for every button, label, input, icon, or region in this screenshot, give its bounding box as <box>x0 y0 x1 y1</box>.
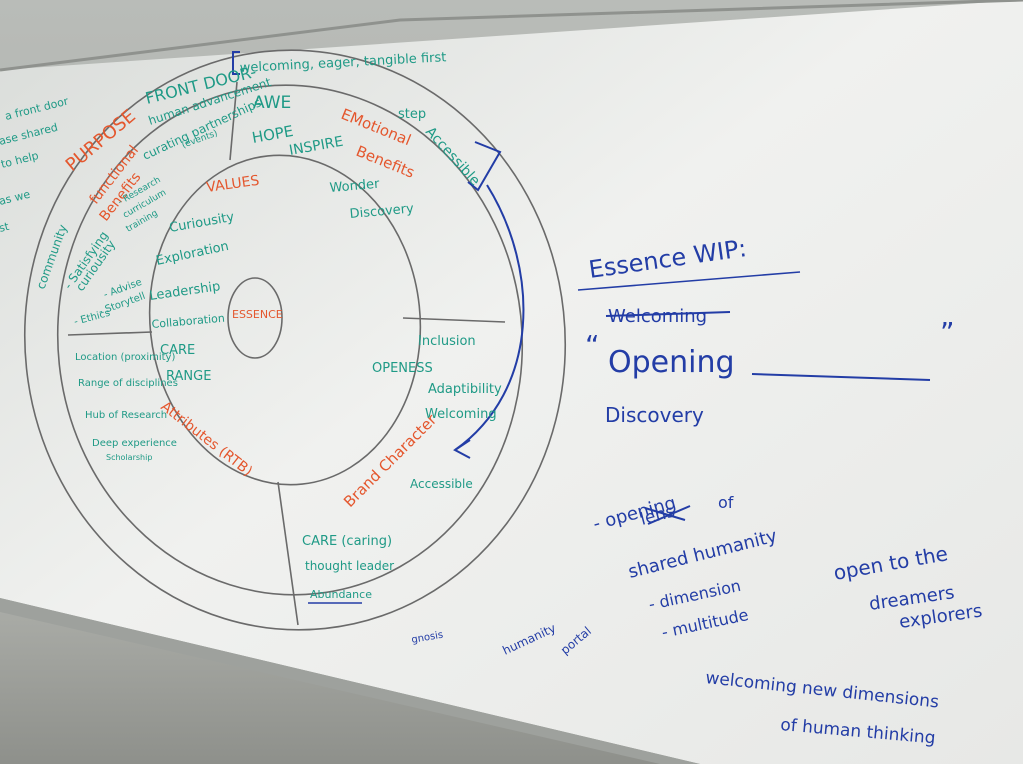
discovery-note: Discovery <box>605 403 704 427</box>
lens-cross-2 <box>647 505 691 525</box>
attribute-deep-experience: Deep experience <box>92 438 177 449</box>
care-caring-label: CARE (caring) <box>302 534 392 549</box>
bottom-wedge: CARE (caring) thought leader Abundance <box>302 534 394 604</box>
attribute-location: Location (proximity) <box>75 352 175 363</box>
brand-adaptibility: Adaptibility <box>428 382 502 397</box>
divider-top <box>229 81 238 161</box>
brand-welcoming: Welcoming <box>425 407 497 422</box>
outer-ring <box>23 49 567 631</box>
awe-label: AWE <box>253 93 291 113</box>
thought-leader-label: thought leader <box>305 559 394 573</box>
attribute-scholarship: Scholarship <box>106 453 152 462</box>
opening-label: Opening <box>608 345 735 380</box>
wonder-label: Wonder <box>329 177 381 196</box>
value-collaboration: Collaboration <box>151 312 225 331</box>
arrow-head <box>453 439 471 459</box>
of-note: of <box>718 493 734 512</box>
value-range: RANGE <box>166 369 211 384</box>
abundance-label: Abundance <box>310 588 372 601</box>
divider-left <box>67 331 153 336</box>
values-ring <box>148 154 422 486</box>
brand-inclusion: Inclusion <box>418 334 476 349</box>
below-board <box>0 612 660 764</box>
divider-right <box>402 317 506 323</box>
brand-openess: OPENESS <box>372 361 433 376</box>
divider-bottom <box>277 481 299 626</box>
welcoming-struck: Welcoming <box>608 306 707 327</box>
discovery-wedge-label: Discovery <box>349 201 415 222</box>
opening-blank-line <box>751 373 931 381</box>
essence-core-label: ESSENCE <box>232 308 283 321</box>
welcoming-strike <box>605 311 731 317</box>
attribute-range: Range of disciplines <box>78 378 178 389</box>
marker-tray <box>0 598 700 764</box>
board-top-edge <box>0 0 1023 72</box>
brand-accessible: Accessible <box>410 477 473 491</box>
attribute-hub: Hub of Research <box>85 410 167 421</box>
essence-wip-underline <box>577 271 801 291</box>
essence-core <box>227 277 283 359</box>
lens-cross-1 <box>644 507 686 521</box>
value-care: CARE <box>160 343 195 358</box>
values-title: VALUES <box>205 173 260 196</box>
arrow-to-brand-character <box>454 184 525 451</box>
front-door-note-2: step <box>398 107 426 122</box>
open-quote: “ <box>585 329 600 362</box>
middle-ring <box>56 84 524 596</box>
accessible-bracket <box>232 51 502 192</box>
essence-diagram <box>23 49 567 631</box>
left-note-5: st <box>0 220 11 235</box>
close-quote: ” <box>940 316 955 349</box>
gnosis-note: gnosis <box>411 630 444 646</box>
